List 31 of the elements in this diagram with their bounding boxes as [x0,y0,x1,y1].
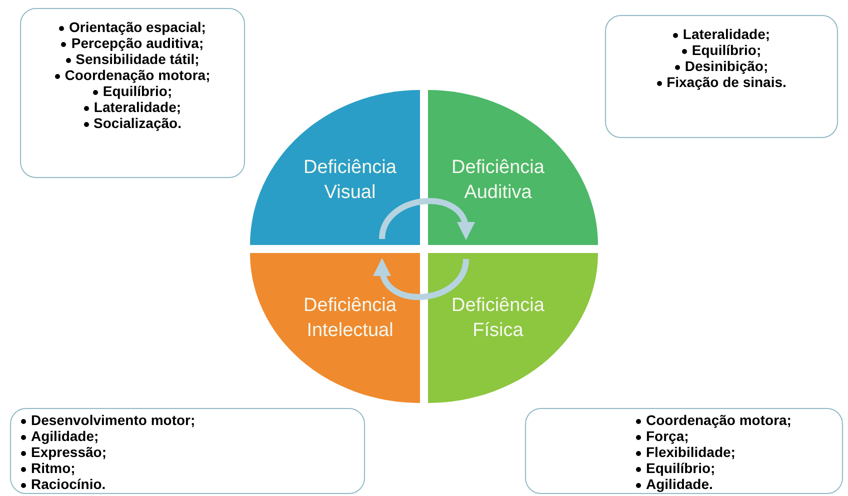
list-item: Percepção auditiva; [71,35,204,51]
list-item: Equilíbrio; [102,83,172,99]
list-item: Desenvolvimento motor; [31,412,196,428]
text-box [20,8,245,178]
list-item: Desinibição; [684,58,768,74]
text-box [10,408,365,494]
text-box [525,408,843,494]
curved-arrow [374,258,469,300]
list-item: Equilíbrio; [692,42,762,58]
list-item: Coordenação motora; [646,412,792,428]
list-item: Lateralidade; [682,26,770,42]
list-item: Socialização. [94,115,182,131]
list-item: Força; [646,428,689,444]
list-item: Sensibilidade tátil; [76,51,200,67]
list-item: Agilidade; [31,428,99,444]
list-item: Coordenação motora; [64,67,210,83]
list-item: Orientação espacial; [69,19,206,35]
list-item: Ritmo; [31,460,76,476]
list-item: Flexibilidade; [646,444,736,460]
list-item: Agilidade. [646,476,713,492]
list-item: Expressão; [31,444,106,460]
list-item: Fixação de sinais. [666,74,786,90]
quadrant-label: Deficiência Intelectual [302,294,398,343]
curved-arrow [379,198,474,240]
quadrant-label: Deficiência Visual [302,156,398,205]
list-item: Lateralidade; [94,99,182,115]
quadrant-label: Deficiência Auditiva [450,156,546,205]
list-item: Equilíbrio; [646,460,716,476]
text-box [605,15,838,138]
list-item: Raciocínio. [31,476,106,492]
quadrant-label: Deficiência Física [450,294,546,343]
